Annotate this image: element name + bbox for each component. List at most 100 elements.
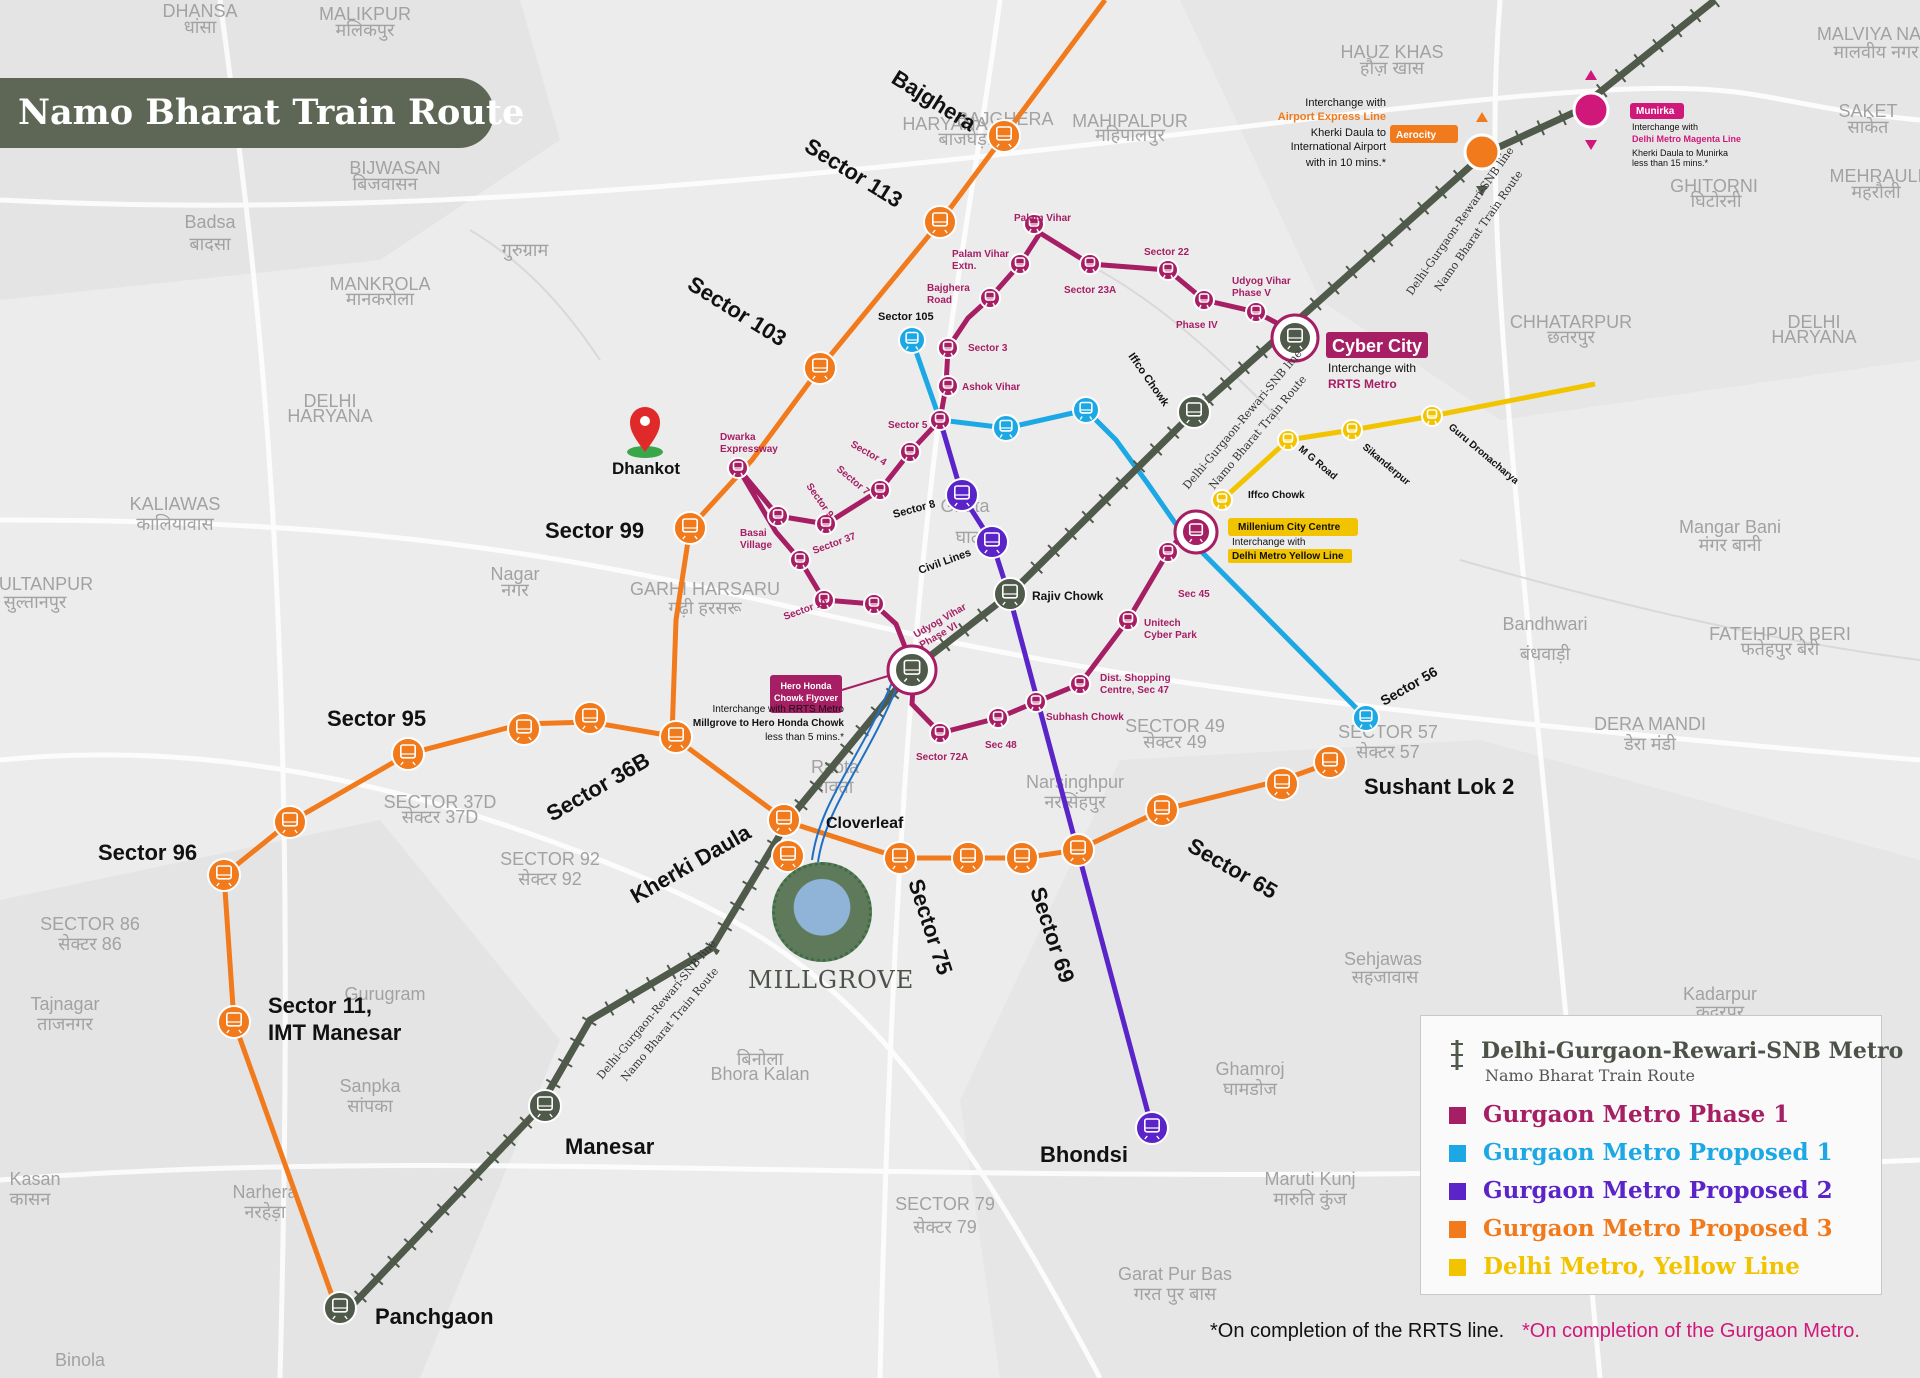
callout-text: Kherki Daula to (1311, 127, 1386, 139)
station-label: Palam Vihar (1014, 213, 1071, 224)
phase1-station-icon (1173, 509, 1219, 555)
callout-text: Interchange with (1632, 122, 1698, 132)
phase1-station-icon (815, 513, 837, 535)
place-label: Kadarpur (1683, 984, 1757, 1004)
phase1-station-icon (1079, 253, 1101, 275)
place-label: HARYANA (1771, 327, 1856, 347)
phase1-station-icon (789, 549, 811, 571)
place-label: बंधवाड़ी (1520, 643, 1571, 664)
place-label: FATEHPUR BERI (1709, 624, 1851, 644)
rail-stations (323, 313, 1320, 1325)
project-name: MILLGROVE (748, 966, 915, 994)
phase1-station-icon (937, 337, 959, 359)
phase1-station-icon (1023, 213, 1045, 235)
place-label: DELHI (1787, 312, 1840, 332)
place-label: बाजघेड़ा (938, 128, 992, 149)
station-label: Sector 3 (968, 343, 1008, 354)
orange-station-icon (1265, 767, 1299, 801)
callout-text: Hero Honda (780, 681, 832, 691)
hero-honda-station-icon (886, 644, 938, 696)
station-label: Ashok Vihar (962, 382, 1020, 393)
station-label: Phase IV (1176, 320, 1218, 331)
orange-station-icon (507, 712, 541, 746)
rail-track-icon (1451, 1040, 1463, 1070)
purple-stations (945, 478, 1169, 1145)
phase1-station-icon (1157, 259, 1179, 281)
place-label: मलिकपुर (335, 19, 395, 41)
callout-text: Interchange with (1328, 361, 1416, 375)
phase1-stations (727, 213, 1267, 744)
orange-station-icon (923, 205, 957, 239)
purple-station-icon (975, 525, 1009, 559)
orange-station-icon (1145, 793, 1179, 827)
yellow-station-icon (1277, 429, 1299, 451)
phase1-station-icon (987, 707, 1009, 729)
place-label: Gurugram (344, 984, 425, 1004)
orange-station-icon (573, 701, 607, 735)
yellow-station-icon (1341, 419, 1363, 441)
place-label: MEHRAULI (1829, 166, 1920, 186)
place-label: घामडोज (1223, 1078, 1277, 1099)
legend-label: Gurgaon Metro Proposed 2 (1483, 1177, 1833, 1204)
blue-station-icon (992, 414, 1020, 442)
station-label: Dhankot (612, 459, 680, 478)
place-label: सेक्टर 37D (402, 806, 478, 827)
place-label: CHHATARPUR (1510, 312, 1632, 332)
place-label: महरौली (1851, 181, 1901, 202)
station-label: Iffco Chowk (1248, 490, 1305, 501)
callout-text: with in 10 mins.* (1305, 157, 1387, 169)
place-label: गरत पुर बास (1134, 1284, 1217, 1305)
callout-text: RRTS Metro (1328, 377, 1397, 391)
place-label: डेरा मंडी (1623, 733, 1676, 754)
purple-station-icon (1135, 1111, 1169, 1145)
station-label: Cloverleaf (826, 815, 904, 832)
place-label: DELHI (303, 391, 356, 411)
cyber-city-station-icon (1270, 313, 1320, 363)
place-label: BIJWASAN (349, 158, 440, 178)
callout-text: Delhi Metro Yellow Line (1232, 551, 1344, 562)
orange-station-icon (1005, 841, 1039, 875)
place-label: HARYANA (287, 406, 372, 426)
phase1-station-icon (863, 593, 885, 615)
station-label: Munirka (1636, 106, 1675, 117)
phase1-station-icon (1025, 691, 1047, 713)
place-label: HAUZ KHAS (1340, 42, 1443, 62)
callout-text: Interchange with RRTS Metro (712, 704, 844, 715)
aerocity-station-icon (1463, 112, 1501, 196)
place-label: हौज़ खास (1360, 57, 1425, 78)
station-label: Sec 48 (985, 740, 1017, 751)
yellow-stations (1211, 405, 1443, 511)
legend-swatch (1449, 1107, 1466, 1124)
legend-label: Gurgaon Metro Proposed 3 (1483, 1215, 1833, 1242)
place-label: सेक्टर 57 (1356, 741, 1419, 762)
callout-text: Interchange with (1305, 97, 1386, 109)
phase1-station-icon (869, 479, 891, 501)
place-label: SAKET (1838, 101, 1897, 121)
cyber-city-tag (1326, 332, 1428, 358)
rail-station-icon (993, 577, 1027, 611)
legend-rail-title: Delhi-Gurgaon-Rewari-SNB Metro (1481, 1038, 1904, 1064)
millgrove-logo (772, 862, 872, 962)
place-label: सेक्टर 92 (518, 868, 581, 889)
place-label: सेक्टर 49 (1143, 731, 1206, 752)
station-label: IMT Manesar (268, 1020, 402, 1045)
orange-stations (207, 119, 1347, 1039)
callout-text: Millgrove to Hero Honda Chowk (693, 718, 845, 729)
phase1-station-icon (1117, 609, 1139, 631)
phase1-station-icon (767, 505, 789, 527)
callout-text: Interchange with (1232, 537, 1305, 548)
orange-station-icon (673, 511, 707, 545)
place-label: गढ़ी हरसरू (668, 597, 742, 618)
place-label: धांसा (184, 17, 217, 37)
station-label: Rajiv Chowk (1032, 589, 1104, 603)
orange-station-icon (803, 351, 837, 385)
aerocity-tag (1390, 125, 1458, 143)
place-label: Bhora Kalan (710, 1064, 809, 1084)
place-label: सेक्टर 79 (913, 1216, 976, 1237)
place-label: BAJGHERA (956, 109, 1053, 129)
place-label: Tajnagar (30, 994, 99, 1014)
place-label: फतेहपुर बेरी (1741, 638, 1820, 660)
